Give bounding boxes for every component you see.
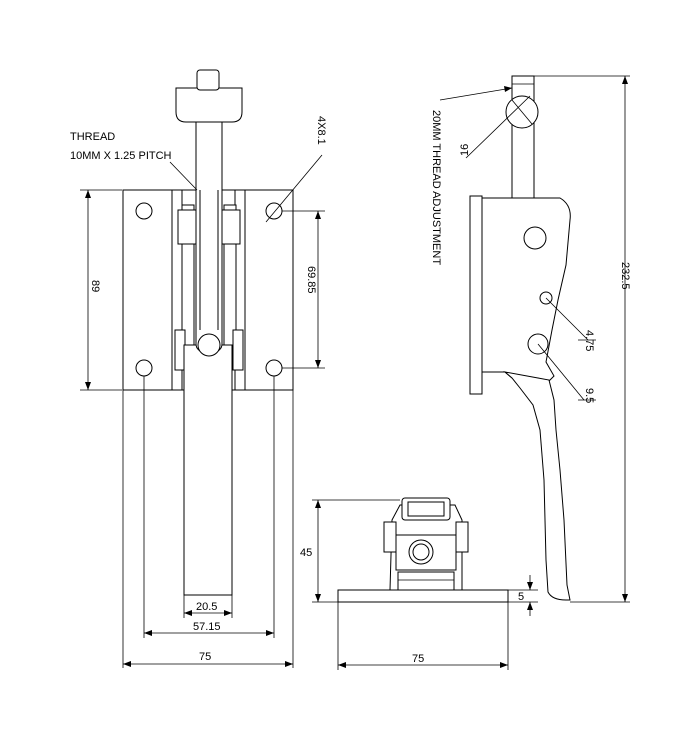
thread-spec-label: 10MM X 1.25 PITCH (70, 150, 172, 162)
dim-45: 45 (300, 547, 312, 559)
dim-5: 5 (518, 591, 524, 603)
dim-69-85: 69.85 (305, 266, 317, 294)
t-knob-stud (196, 69, 220, 91)
dim-89: 89 (89, 280, 101, 292)
mount-hole-top-left (135, 202, 153, 220)
dim-9-5: 9.5 (583, 388, 595, 403)
end-view (312, 497, 538, 670)
dim-232-5: 232.5 (619, 262, 631, 290)
dim-16: 16 (459, 144, 471, 156)
end-side-right (455, 521, 469, 553)
t-knob (175, 87, 243, 123)
side-body (481, 197, 571, 385)
dim-75-front: 75 (199, 651, 211, 663)
side-plunger (511, 75, 535, 202)
dim-57-15: 57.15 (193, 621, 221, 633)
end-side-left (383, 521, 397, 553)
mount-hole-bottom-left (135, 359, 153, 377)
thread-title-label: THREAD (70, 131, 115, 143)
left-pivot-block (177, 209, 199, 245)
adjust-note: 20MM THREAD ADJUSTMENT (430, 110, 442, 265)
dim-hole-spec: 4X8.1 (315, 116, 327, 145)
side-pivot-top (523, 226, 547, 250)
dim-75-end: 75 (412, 653, 424, 665)
side-mount-flange (469, 195, 483, 395)
side-view (439, 75, 630, 603)
dim-4-75: 4.75 (583, 330, 595, 351)
right-pivot-block (219, 209, 241, 245)
plunger-pin (197, 333, 221, 357)
lower-right-link (232, 329, 244, 371)
end-base-plate (337, 589, 509, 603)
handle-bar (183, 344, 233, 596)
front-view (80, 69, 325, 668)
mount-hole-bottom-right (265, 359, 283, 377)
side-handle (503, 371, 571, 601)
dim-20-5: 20.5 (196, 601, 217, 613)
